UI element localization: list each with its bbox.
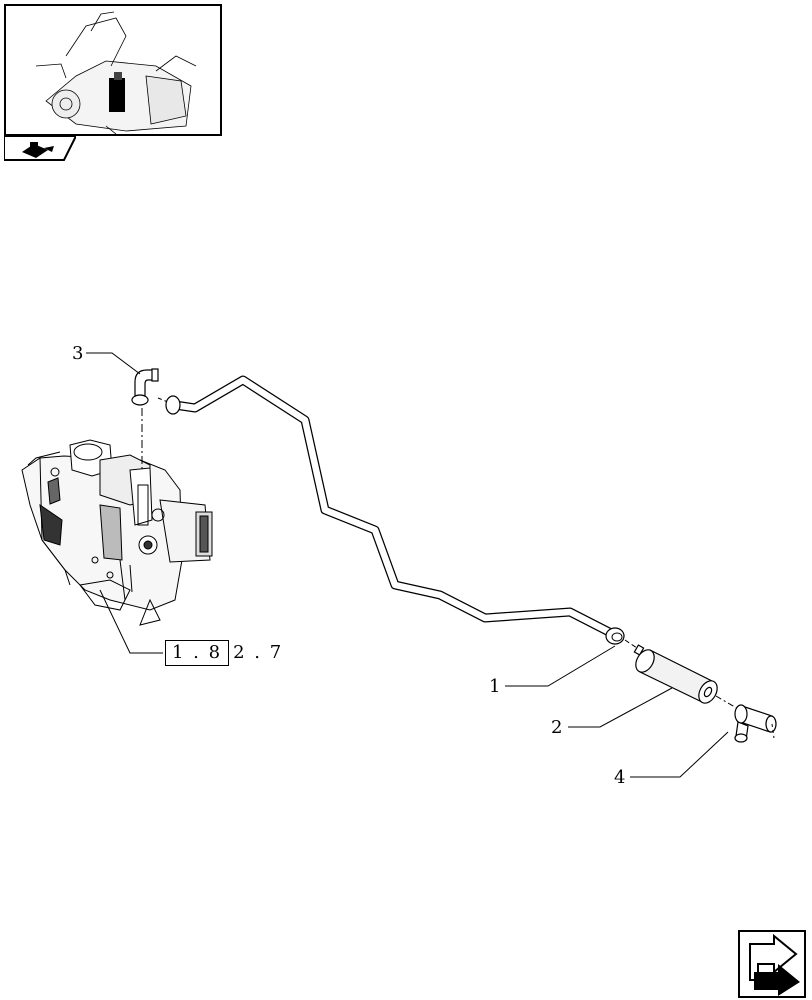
reference-rest: 2 . 7: [233, 642, 284, 663]
valve-assembly: [21, 439, 213, 626]
callout-2: 2: [551, 717, 562, 738]
callout-3: 3: [72, 343, 83, 364]
next-page-button[interactable]: [738, 930, 806, 998]
part-2-filter: [633, 644, 718, 704]
thumbnail-tab: [3, 135, 78, 166]
callout-4: 4: [614, 767, 625, 788]
callout-1: 1: [489, 676, 500, 697]
part-1-pipe: [165, 375, 625, 645]
leader-lines: [86, 352, 729, 778]
overview-thumbnail: [4, 4, 222, 136]
part-3-elbow: [131, 368, 159, 406]
reference-boxed: 1 . 8: [165, 640, 230, 666]
next-page-arrow-icon: [749, 933, 800, 996]
part-4-tee: [734, 704, 777, 743]
book-symbol-icon: [22, 142, 54, 158]
tractor-overview-icon: [35, 11, 197, 135]
